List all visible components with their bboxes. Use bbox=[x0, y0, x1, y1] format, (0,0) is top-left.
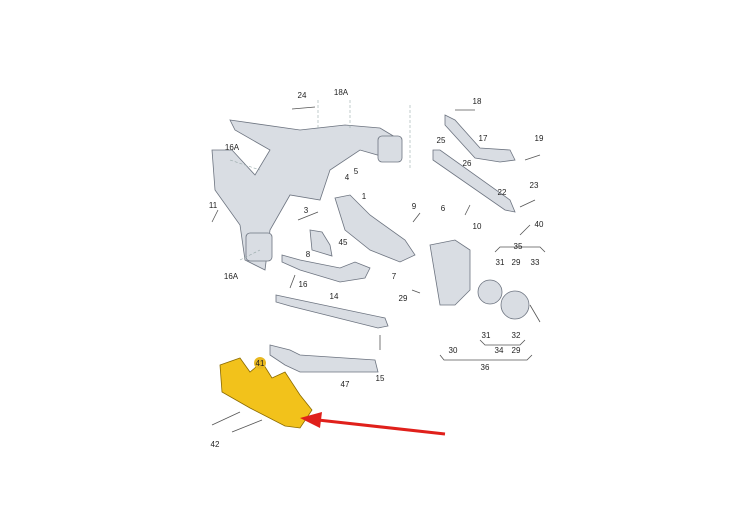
label-33: 33 bbox=[531, 258, 540, 267]
label-8: 8 bbox=[306, 250, 311, 259]
label-47: 47 bbox=[341, 380, 350, 389]
label-34: 34 bbox=[495, 346, 504, 355]
label-31: 31 bbox=[496, 258, 505, 267]
control-arm-8 bbox=[281, 254, 371, 283]
label-29: 29 bbox=[512, 258, 521, 267]
label-6: 6 bbox=[441, 204, 446, 213]
trailing-link-14 bbox=[275, 294, 389, 329]
label-29-lower: 29 bbox=[512, 346, 521, 355]
label-9: 9 bbox=[412, 202, 417, 211]
label-32: 32 bbox=[512, 331, 521, 340]
label-15: 15 bbox=[376, 374, 385, 383]
label-11: 11 bbox=[209, 201, 218, 210]
label-5: 5 bbox=[354, 167, 359, 176]
part-number-labels: 24 18A 18 25 17 19 26 16A 5 4 1 23 22 11… bbox=[209, 88, 544, 449]
label-10: 10 bbox=[473, 222, 482, 231]
label-22: 22 bbox=[498, 188, 507, 197]
bracket-47 bbox=[269, 344, 379, 373]
bracket-45 bbox=[309, 229, 333, 257]
control-arm-1 bbox=[334, 194, 416, 263]
label-26: 26 bbox=[463, 159, 472, 168]
label-3: 3 bbox=[304, 206, 309, 215]
wheel-carrier-30 bbox=[429, 239, 471, 306]
wheel-bearing-31 bbox=[477, 279, 503, 305]
label-45: 45 bbox=[339, 238, 348, 247]
label-24: 24 bbox=[298, 91, 307, 100]
label-31-lower: 31 bbox=[482, 331, 491, 340]
subframe bbox=[211, 119, 403, 271]
label-18: 18 bbox=[473, 97, 482, 106]
label-41-badge bbox=[254, 357, 266, 369]
label-18A: 18A bbox=[334, 88, 349, 97]
label-16A-lower: 16A bbox=[224, 272, 239, 281]
label-23: 23 bbox=[530, 181, 539, 190]
label-19: 19 bbox=[535, 134, 544, 143]
label-16A: 16A bbox=[225, 143, 240, 152]
label-1: 1 bbox=[362, 192, 367, 201]
wheel-hub-32 bbox=[500, 290, 530, 320]
red-arrow-pointer bbox=[300, 412, 446, 436]
label-41: 41 bbox=[256, 359, 265, 368]
label-17: 17 bbox=[479, 134, 488, 143]
link-17 bbox=[444, 114, 516, 163]
label-29-bolt: 29 bbox=[399, 294, 408, 303]
leader-lines bbox=[229, 100, 546, 361]
label-36: 36 bbox=[481, 363, 490, 372]
underbody-shield-41 bbox=[219, 357, 313, 429]
link-22 bbox=[432, 149, 516, 213]
label-4: 4 bbox=[345, 173, 350, 182]
label-7: 7 bbox=[392, 272, 397, 281]
label-16: 16 bbox=[299, 280, 308, 289]
label-35: 35 bbox=[514, 242, 523, 251]
label-14: 14 bbox=[330, 292, 339, 301]
bolts bbox=[211, 106, 541, 433]
label-42: 42 bbox=[211, 440, 220, 449]
label-40: 40 bbox=[535, 220, 544, 229]
label-30: 30 bbox=[449, 346, 458, 355]
label-25: 25 bbox=[437, 136, 446, 145]
